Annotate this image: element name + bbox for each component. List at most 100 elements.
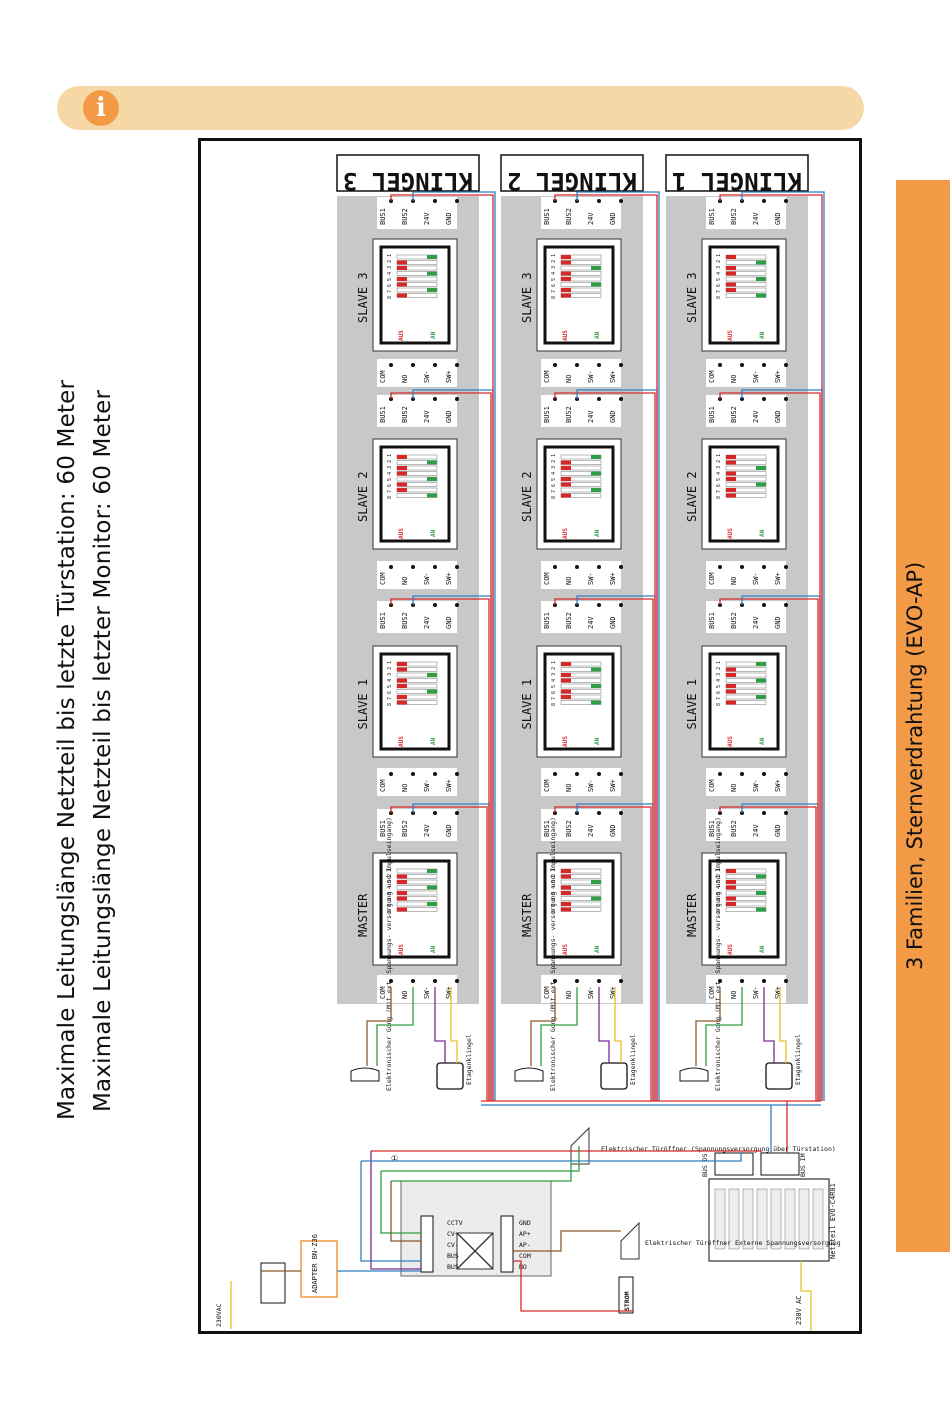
dip-lever — [427, 869, 437, 873]
terminal-dot — [718, 979, 722, 983]
door-station-terminal-label: COM — [519, 1252, 531, 1260]
dip-numbers: 8 7 6 5 4 3 2 1 — [551, 454, 557, 499]
dip-lever — [561, 493, 571, 498]
dip-lever — [561, 678, 571, 683]
dip-lever — [397, 678, 407, 683]
relay-terminal-label: SW- — [423, 779, 431, 792]
terminal-dot — [455, 363, 459, 367]
dip-lever — [397, 662, 407, 666]
door-station-terminal-label: AP+ — [519, 1230, 531, 1238]
monitor-label: SLAVE 1 — [356, 679, 370, 730]
bus-terminal-label: BUS2 — [401, 406, 409, 423]
door-station-bus-wire — [370, 1151, 421, 1270]
dip-lever — [561, 460, 571, 465]
dip-on-label: AN — [759, 945, 766, 953]
terminal-dot — [575, 979, 579, 983]
terminal-dot — [597, 811, 601, 815]
bus-terminal-label: BUS1 — [543, 820, 551, 837]
chime-label: Elektronischer Gong (Mit ext. Spannungs-… — [549, 817, 557, 1091]
dip-numbers: 8 7 6 5 4 3 2 1 — [551, 254, 557, 299]
dip-lever — [726, 488, 736, 492]
dip-lever — [397, 293, 407, 298]
bus-im-label: BUS IM — [799, 1153, 807, 1177]
dip-lever — [561, 288, 571, 292]
bus-terminal-label: 24V — [587, 824, 595, 837]
dip-lever — [726, 880, 736, 884]
bell-header — [336, 154, 480, 192]
relay-terminal-label: SW- — [587, 986, 595, 999]
terminal-dot — [619, 772, 623, 776]
chime-wire — [366, 987, 392, 1066]
dip-lever — [756, 260, 766, 265]
dip-lever — [561, 907, 571, 912]
bus-terminal-label: BUS2 — [565, 406, 573, 423]
terminal-dot — [389, 772, 393, 776]
floor-bell-wire — [434, 987, 446, 1063]
dip-lever — [397, 455, 407, 459]
dip-off-label: AUS — [727, 528, 734, 539]
floor-bell-wire — [450, 987, 458, 1063]
dip-on-label: AN — [594, 529, 601, 537]
relay-terminal-label: SW+ — [445, 370, 453, 383]
relay-terminal-label: SW+ — [774, 986, 782, 999]
bus-terminal-label: BUS1 — [708, 406, 716, 423]
terminal-dot — [740, 565, 744, 569]
dip-lever — [726, 869, 736, 873]
power-supply-body — [708, 1178, 830, 1262]
bus-terminal-label: 24V — [423, 824, 431, 837]
bus-terminal-label: 24V — [752, 410, 760, 423]
monitor-label: MASTER — [685, 893, 699, 937]
dip-lever — [427, 255, 437, 259]
bus-wire-red — [719, 392, 821, 1101]
terminal-dot — [433, 363, 437, 367]
terminal-dot — [619, 397, 623, 401]
strom-box — [618, 1276, 634, 1314]
relay-terminal-label: NO — [401, 784, 409, 792]
dip-lever — [756, 293, 766, 298]
relay-terminal-label: SW+ — [609, 572, 617, 585]
bus-terminal-label: BUS1 — [379, 820, 387, 837]
dip-lever — [397, 482, 407, 487]
dip-lever — [561, 874, 571, 879]
terminal-dot — [784, 772, 788, 776]
terminal-dot — [597, 363, 601, 367]
door-station-terminal-left — [420, 1215, 434, 1273]
bus-terminal-label: 24V — [423, 616, 431, 629]
relay-terminal-label: SW- — [423, 370, 431, 383]
terminal-dot — [433, 199, 437, 203]
relay-terminal-label: COM — [543, 779, 551, 792]
relay-terminal-label: SW+ — [445, 779, 453, 792]
bus-terminal-label: 24V — [752, 824, 760, 837]
chime-label: Elektronischer Gong (Mit ext. Spannungs-… — [385, 817, 393, 1091]
dip-lever — [726, 282, 736, 287]
dip-lever — [561, 902, 571, 906]
bus-wire-blue — [741, 191, 825, 1101]
dip-lever — [561, 277, 571, 281]
bus-terminal-label: BUS1 — [708, 612, 716, 629]
dip-lever — [561, 255, 571, 259]
terminal-dot — [619, 603, 623, 607]
dip-lever — [726, 689, 736, 694]
relay-terminal-label: SW- — [423, 572, 431, 585]
bus-terminal-label: GND — [609, 824, 617, 837]
terminal-dot — [455, 199, 459, 203]
bus-wire-red — [554, 194, 658, 1101]
relay-terminal-label: NO — [565, 375, 573, 383]
relay-terminal-label: COM — [543, 572, 551, 585]
door-station-marker: ① — [391, 1154, 398, 1163]
dip-numbers: 8 7 6 5 4 3 2 1 — [551, 661, 557, 706]
dip-lever — [397, 266, 407, 270]
bus-terminal-label: GND — [609, 212, 617, 225]
dip-lever — [756, 662, 766, 666]
dip-lever — [397, 896, 407, 901]
bus-terminal-label: BUS2 — [730, 820, 738, 837]
bus-im-terminal — [760, 1152, 800, 1176]
door-station-bus-wire — [360, 1161, 421, 1262]
floor-bell-wire — [598, 987, 610, 1063]
bus-terminal-label: BUS2 — [730, 208, 738, 225]
monitor-label: SLAVE 1 — [685, 679, 699, 730]
terminal-dot — [553, 363, 557, 367]
relay-terminal-label: COM — [543, 370, 551, 383]
bus-terminal-label: GND — [445, 410, 453, 423]
